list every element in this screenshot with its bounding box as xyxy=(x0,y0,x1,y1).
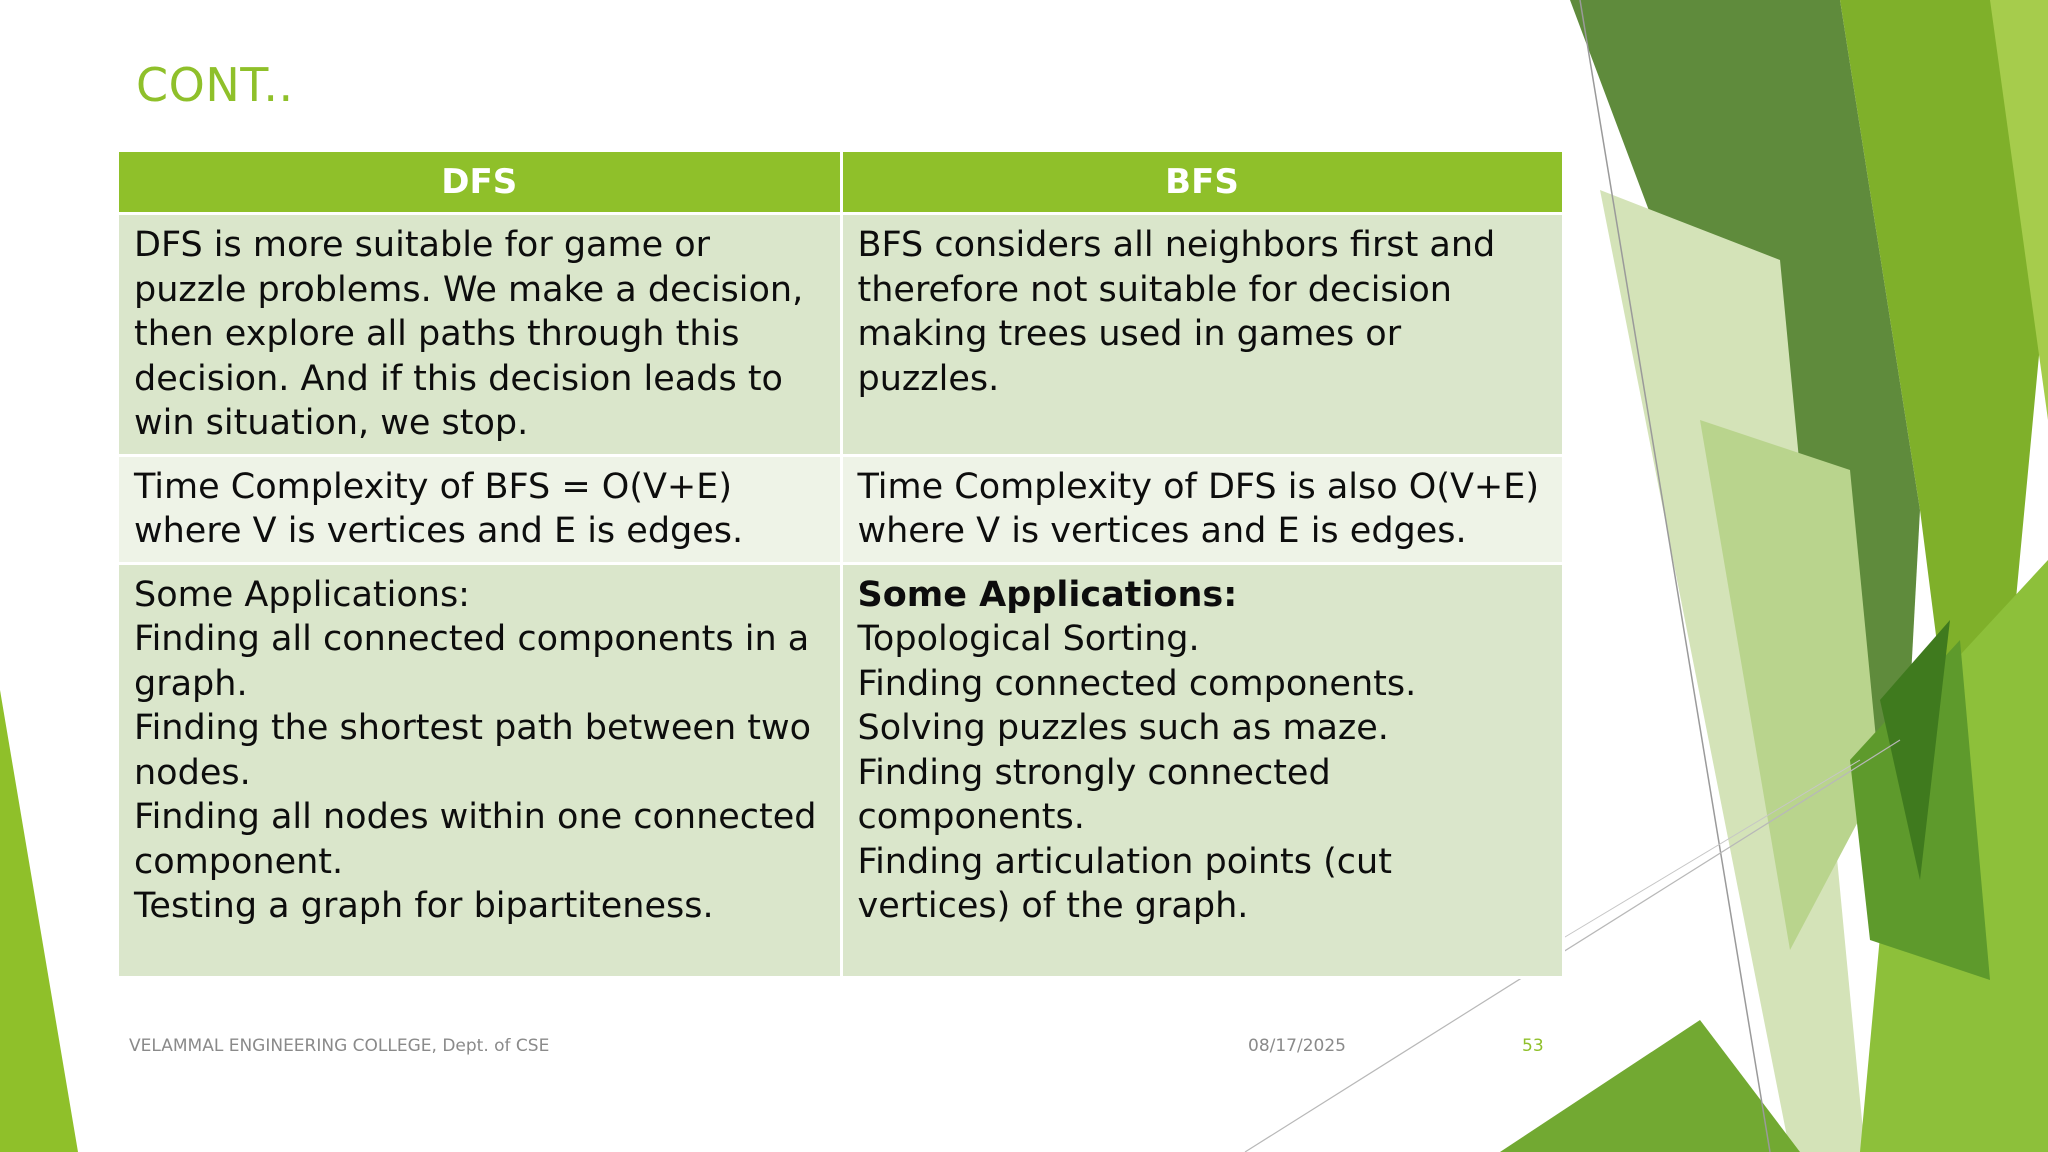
bfs-suitability-cell: BFS considers all neighbors first and th… xyxy=(841,213,1565,457)
bfs-application-item: Finding strongly connected components. xyxy=(857,752,1331,838)
left-green-sliver xyxy=(0,690,78,1152)
thin-line-1 xyxy=(1579,0,1771,1152)
comparison-table: DFS BFS DFS is more suitable for game or… xyxy=(119,152,1565,979)
bfs-applications-cell: Some Applications: Topological Sorting. … xyxy=(841,563,1565,979)
right-facet-3 xyxy=(1990,0,2048,420)
slide-title: CONT.. xyxy=(136,58,294,112)
header-bfs: BFS xyxy=(841,152,1565,215)
dfs-application-item: Testing a graph for bipartiteness. xyxy=(134,886,714,926)
right-facet-5 xyxy=(1700,420,1880,950)
footer-date: 08/17/2025 xyxy=(1248,1036,1346,1056)
right-facet-8 xyxy=(1500,1020,1800,1152)
bfs-application-item: Solving puzzles such as maze. xyxy=(857,708,1389,748)
dfs-applications-heading: Some Applications: xyxy=(134,574,470,615)
thin-line-2 xyxy=(1244,739,1901,1152)
dfs-complexity-cell: Time Complexity of BFS = O(V+E) where V … xyxy=(119,455,843,565)
dfs-application-item: Finding all connected components in a gr… xyxy=(134,619,810,704)
thin-line-3 xyxy=(1559,759,1861,941)
bfs-application-item: Topological Sorting. xyxy=(857,619,1200,659)
bfs-application-item: Finding connected components. xyxy=(857,663,1417,704)
right-facet-9 xyxy=(1880,620,1950,880)
header-dfs: DFS xyxy=(119,152,843,215)
dfs-applications-cell: Some Applications: Finding all connected… xyxy=(119,563,843,979)
bfs-complexity-cell: Time Complexity of DFS is also O(V+E) wh… xyxy=(841,455,1565,565)
table-row: Some Applications: Finding all connected… xyxy=(119,563,1565,979)
table-row: DFS is more suitable for game or puzzle … xyxy=(119,213,1565,457)
bfs-application-item: Finding articulation points (cut vertice… xyxy=(857,841,1392,927)
footer-organization: VELAMMAL ENGINEERING COLLEGE, Dept. of C… xyxy=(129,1036,550,1056)
dfs-suitability-cell: DFS is more suitable for game or puzzle … xyxy=(119,213,843,457)
bfs-applications-heading: Some Applications: xyxy=(857,574,1238,615)
table-row: Time Complexity of BFS = O(V+E) where V … xyxy=(119,455,1565,565)
dfs-application-item: Finding the shortest path between two no… xyxy=(134,708,812,793)
footer-page-number: 53 xyxy=(1522,1036,1544,1056)
table-header-row: DFS BFS xyxy=(119,152,1565,215)
dfs-application-item: Finding all nodes within one connected c… xyxy=(134,797,817,882)
